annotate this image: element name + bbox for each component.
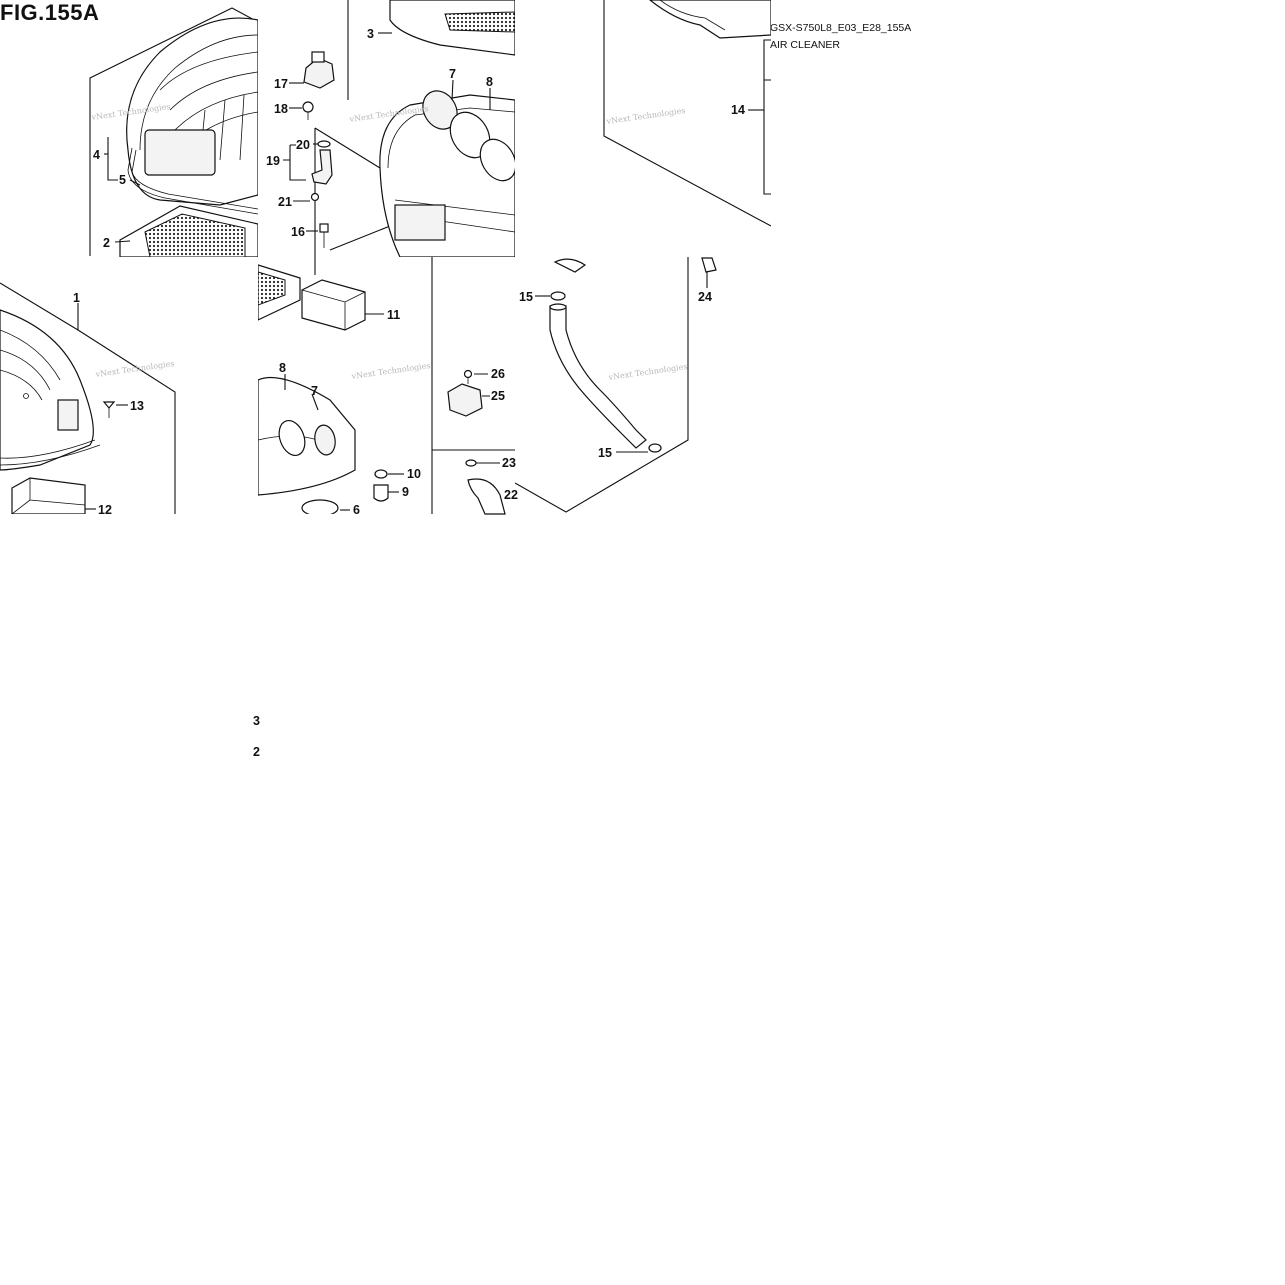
callout-18: 18: [274, 102, 288, 116]
watermark-5: vNext Technologies: [350, 361, 431, 381]
cover-lower-tile: [0, 282, 176, 514]
housing-upper-tile: [283, 0, 515, 257]
fragment-glyph-2: 2: [253, 745, 260, 759]
watermark-3: vNext Technologies: [605, 106, 686, 126]
callout-22: 22: [504, 488, 518, 502]
callout-7b: 7: [311, 384, 318, 398]
callout-15b: 15: [598, 446, 612, 460]
callout-2: 2: [103, 236, 110, 250]
callout-16: 16: [291, 225, 305, 239]
callout-1: 1: [73, 291, 80, 305]
callout-20: 20: [296, 138, 310, 152]
callout-8b: 8: [279, 361, 286, 375]
callout-17: 17: [274, 77, 288, 91]
callout-19: 19: [266, 154, 280, 168]
fwd-label: FWD: [547, 188, 575, 210]
sensor-25-group: [432, 369, 515, 515]
figure-title: FIG.155A: [0, 0, 100, 25]
callout-7: 7: [449, 67, 456, 81]
callout-21: 21: [278, 195, 292, 209]
callout-12: 12: [98, 503, 112, 517]
callout-10: 10: [407, 467, 421, 481]
callout-9: 9: [402, 485, 409, 499]
section-box-tile: [603, 0, 771, 227]
callout-3: 3: [367, 27, 374, 41]
cover-upper-tile: [89, 7, 258, 257]
callout-8: 8: [486, 75, 493, 89]
callout-25: 25: [491, 389, 505, 403]
housing-lower-tile: [258, 257, 433, 514]
breather-hose-tile: [515, 257, 717, 513]
watermark-4: vNext Technologies: [94, 359, 175, 379]
callout-6: 6: [353, 503, 360, 517]
callout-13: 13: [130, 399, 144, 413]
callout-23: 23: [502, 456, 516, 470]
callout-15a: 15: [519, 290, 533, 304]
figure-code: GSX-S750L8_E03_E28_155A: [770, 22, 912, 34]
section-title: AIR CLEANER: [770, 39, 841, 51]
callout-26: 26: [491, 367, 505, 381]
callout-11: 11: [387, 308, 400, 322]
callout-5: 5: [119, 173, 126, 187]
callout-14: 14: [731, 103, 745, 117]
watermark-6: vNext Technologies: [607, 362, 688, 382]
callout-4: 4: [93, 148, 100, 162]
fragment-glyph-1: 3: [253, 714, 260, 728]
callout-24: 24: [698, 290, 712, 304]
